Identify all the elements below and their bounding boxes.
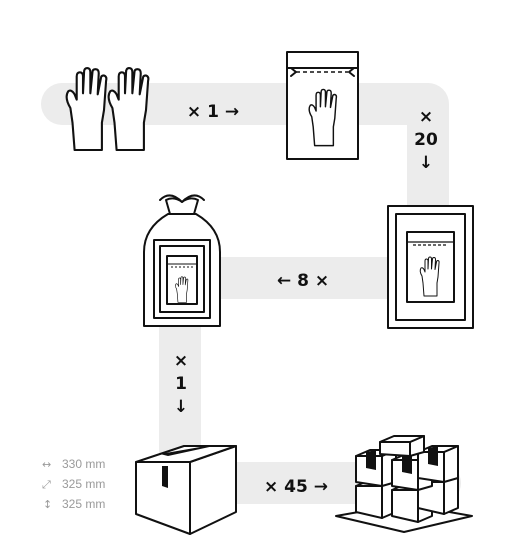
step-label-sack-to-carton-arrow: ↓ xyxy=(174,397,188,417)
height-arrow-icon: ↕ xyxy=(43,498,52,511)
step-label-box-to-sack: ← 8 × xyxy=(277,271,329,291)
carton-dimensions: ↔ 330 mm ⤢ 325 mm ↕ 325 mm xyxy=(42,457,105,511)
step-label-sack-to-carton-count: 1 xyxy=(175,374,187,394)
step-label-bag-to-box: × 20 ↓ xyxy=(414,107,438,173)
step-label-sack-to-carton-multiplier: × xyxy=(174,351,188,371)
carton-width-value: 330 mm xyxy=(62,457,105,471)
step-label-sack-to-carton: × 1 ↓ xyxy=(174,351,188,417)
step-label-bag-to-box-multiplier: × xyxy=(419,107,433,127)
carton-height-value: 325 mm xyxy=(62,497,105,511)
carton-depth-value: 325 mm xyxy=(62,477,105,491)
width-arrow-icon: ↔ xyxy=(42,458,51,471)
carton-box-icon xyxy=(135,445,237,535)
depth-arrow-icon: ⤢ xyxy=(42,478,51,491)
gloves-pair-icon xyxy=(65,67,150,152)
tied-sack-icon xyxy=(143,194,221,327)
flow-path xyxy=(41,83,461,504)
step-label-bag-to-box-arrow: ↓ xyxy=(419,153,433,173)
box-with-bag-icon xyxy=(387,205,474,329)
pallet-stack-icon xyxy=(335,435,473,533)
step-label-bag-to-box-count: 20 xyxy=(414,130,438,150)
single-bag-icon xyxy=(286,51,359,160)
step-label-carton-to-pallet: × 45 → xyxy=(264,477,328,497)
step-label-gloves-to-bag: × 1 → xyxy=(187,102,239,122)
